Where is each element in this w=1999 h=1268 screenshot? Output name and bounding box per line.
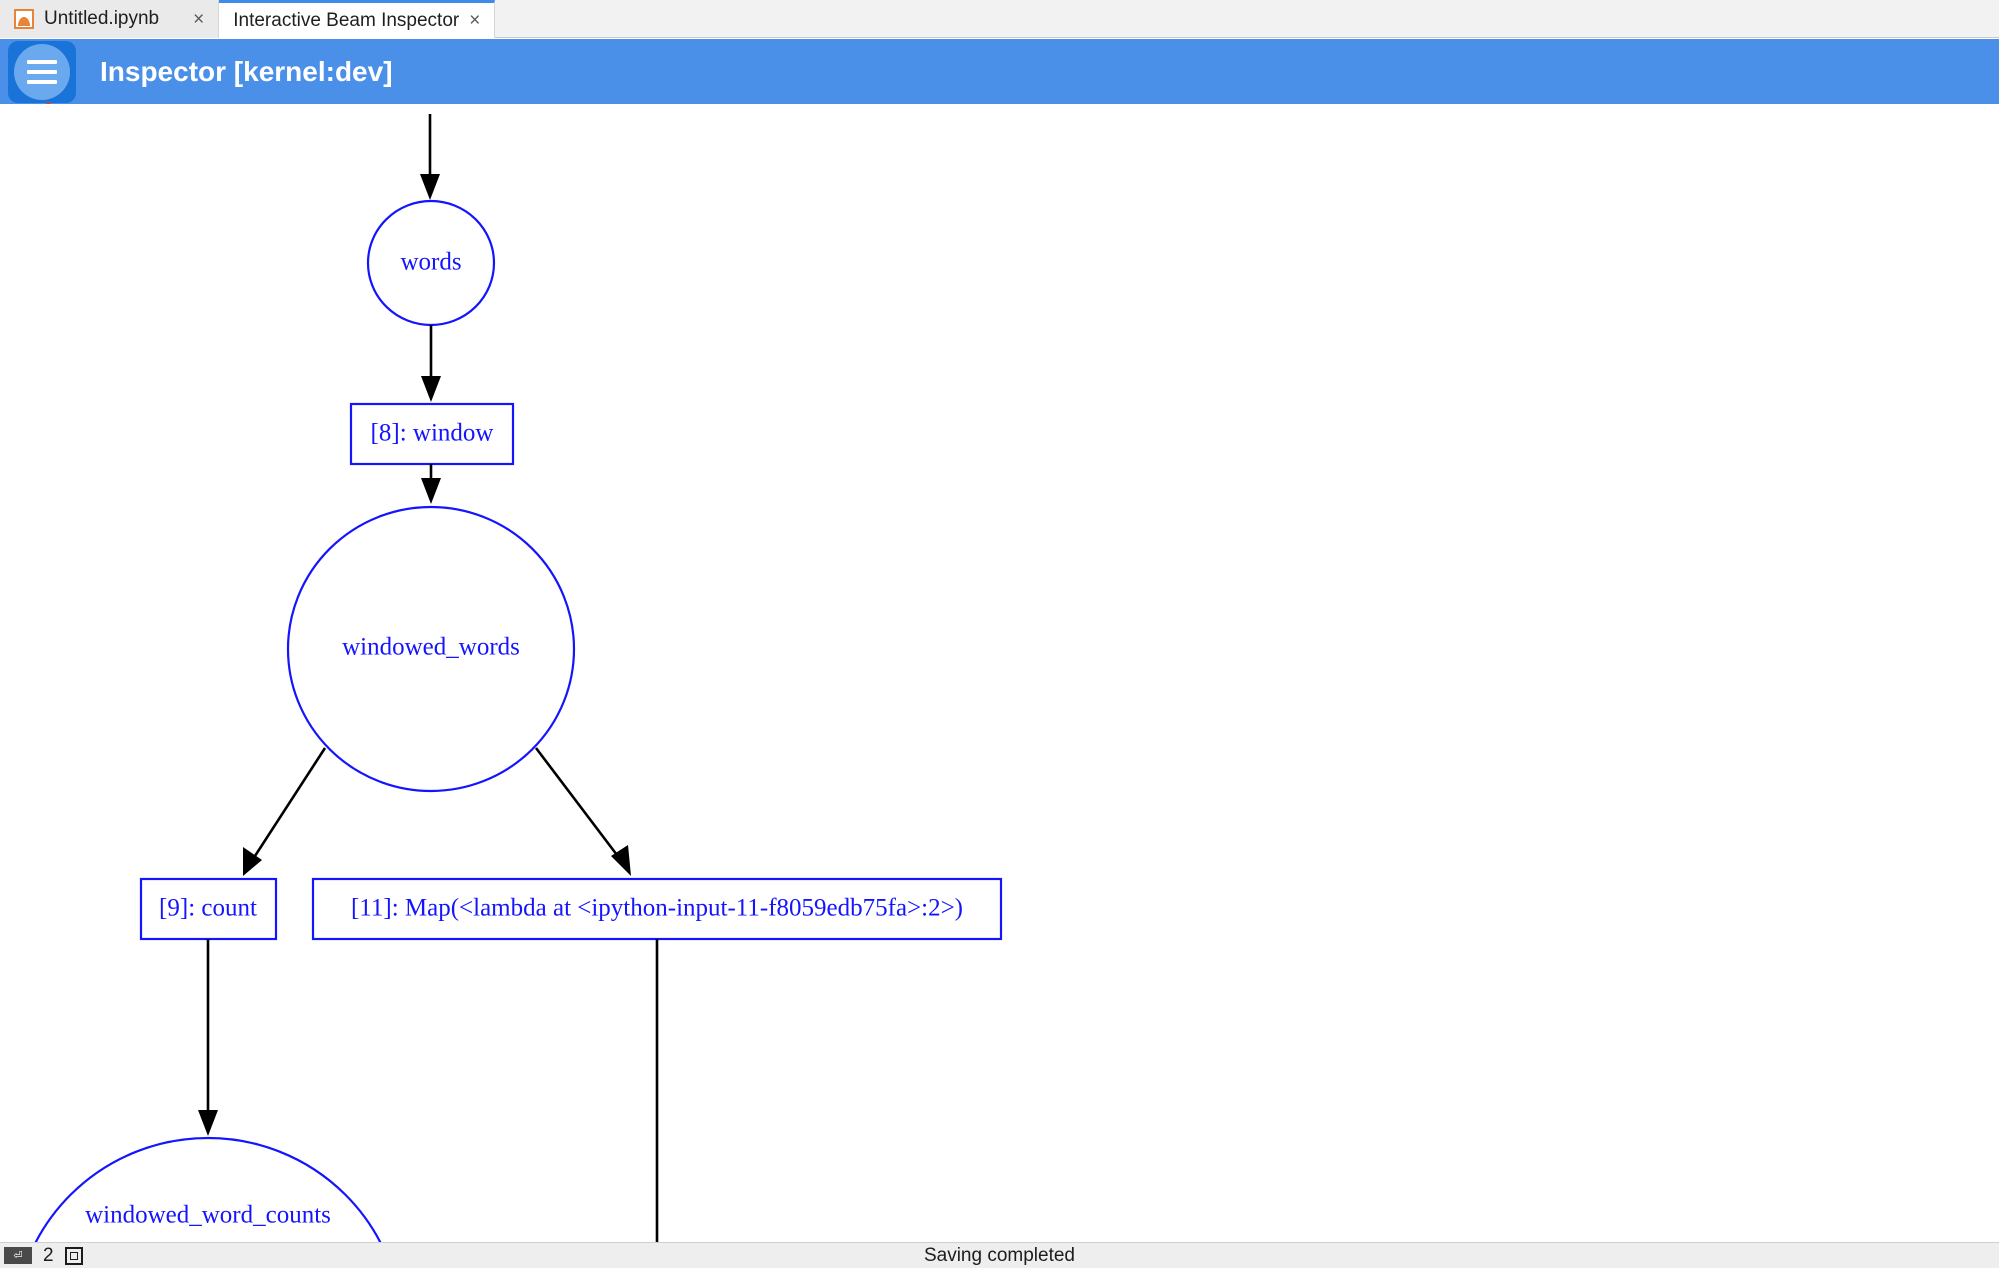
edge-entry-to-words xyxy=(420,114,440,200)
hamburger-bar xyxy=(27,69,57,74)
hamburger-icon[interactable] xyxy=(8,40,76,103)
node-label: [11]: Map(<lambda at <ipython-input-11-f… xyxy=(351,895,963,922)
chip-icon[interactable] xyxy=(64,1246,83,1265)
tab-bar: Untitled.ipynb × Interactive Beam Inspec… xyxy=(0,0,1999,38)
node-count[interactable]: [9]: count xyxy=(139,877,278,941)
pipeline-graph-canvas[interactable]: words [8]: window windowed_words [9]: co… xyxy=(0,104,1999,1242)
edge-windowed-words-to-count xyxy=(243,747,327,876)
kernel-count[interactable]: 2 xyxy=(43,1244,54,1266)
hamburger-bar xyxy=(27,59,57,64)
node-label: words xyxy=(400,249,461,276)
edge-window-to-windowed-words xyxy=(421,464,441,504)
tab-untitled-notebook[interactable]: Untitled.ipynb × xyxy=(0,0,220,38)
page-title: Inspector [kernel:dev] xyxy=(100,55,393,87)
node-map[interactable]: [11]: Map(<lambda at <ipython-input-11-f… xyxy=(311,877,1003,941)
node-words[interactable]: words xyxy=(366,199,496,327)
hamburger-bar xyxy=(27,79,57,84)
edge-count-to-windowed-word-counts xyxy=(198,939,218,1136)
status-bar: ⏎ 2 Saving completed xyxy=(0,1242,1999,1268)
node-window[interactable]: [8]: window xyxy=(349,402,515,466)
tab-label: Interactive Beam Inspector xyxy=(233,9,460,31)
terminal-icon[interactable]: ⏎ xyxy=(4,1247,32,1264)
edge-words-to-window xyxy=(421,325,441,402)
inspector-header: Inspector [kernel:dev] xyxy=(0,39,1999,104)
close-icon[interactable]: × xyxy=(193,8,205,30)
edge-map-to-unnamed xyxy=(655,939,659,1242)
status-bar-left: ⏎ 2 xyxy=(0,1245,83,1267)
node-windowed-words[interactable]: windowed_words xyxy=(286,505,576,793)
notebook-icon xyxy=(14,9,34,29)
close-icon[interactable]: × xyxy=(469,10,481,31)
status-message: Saving completed xyxy=(923,1244,1076,1266)
node-label: [9]: count xyxy=(159,895,257,922)
hamburger-icon-circle xyxy=(14,43,70,100)
node-label: windowed_word_counts xyxy=(85,1202,331,1229)
edge-windowed-words-to-map xyxy=(534,747,631,876)
tab-interactive-beam-inspector[interactable]: Interactive Beam Inspector × xyxy=(219,0,496,38)
node-label: windowed_words xyxy=(342,634,520,661)
node-windowed-word-counts[interactable]: windowed_word_counts xyxy=(14,1136,402,1242)
node-label: [8]: window xyxy=(371,420,494,447)
tab-label: Untitled.ipynb xyxy=(44,8,160,29)
